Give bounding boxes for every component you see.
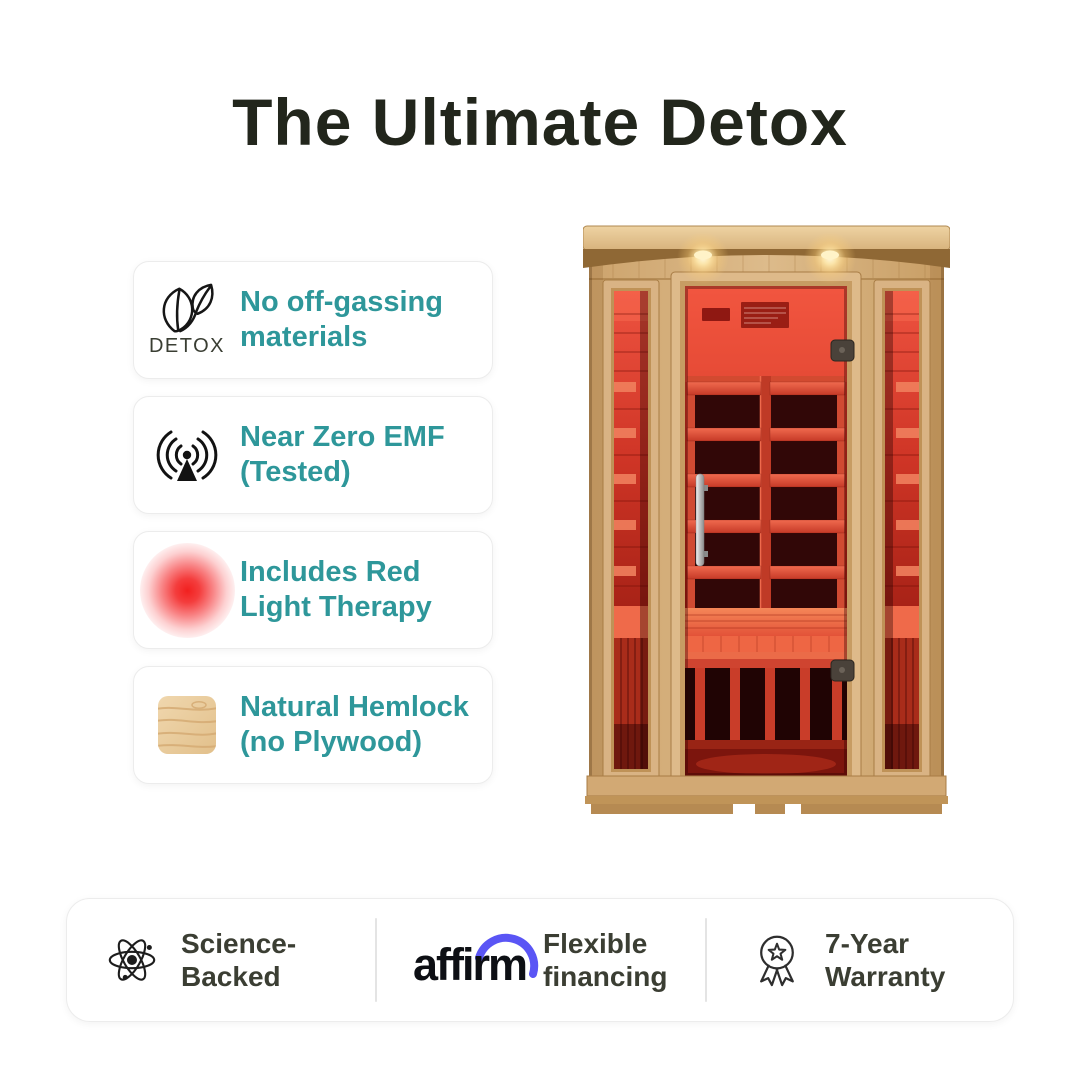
financing-item: affirm Flexible financing [377,899,705,1021]
antenna-icon [156,430,218,481]
science-backed-label: Science- Backed [181,927,297,992]
feature-text-line: No off-gassing [240,286,443,319]
feature-text-line: Light Therapy [240,591,432,623]
affirm-logo: affirm [413,928,539,992]
red-light-glow-icon [134,542,240,638]
science-backed-item: Science- Backed [67,899,375,1021]
warranty-item: 7-Year Warranty [707,899,1013,1021]
warranty-label: 7-Year Warranty [825,927,946,992]
feature-text: Natural Hemlock (no Plywood) [240,690,469,760]
feature-text: Includes Red Light Therapy [240,555,432,625]
wood-swatch-icon [158,696,216,754]
sauna-product-image [583,225,950,814]
feature-text-line: Natural Hemlock [240,691,469,724]
feature-text-line: Near Zero EMF [240,421,445,454]
trust-bar: Science- Backed affirm Flexible financin… [66,898,1014,1022]
feature-text-line: (Tested) [240,456,351,488]
page-title: The Ultimate Detox [232,85,848,159]
flexible-financing-label: Flexible financing [543,927,668,992]
emf-antenna-icon [134,425,240,485]
feature-cards: DETOX No off-gassing materials [133,261,493,784]
affirm-wordmark: affirm [413,939,528,990]
feature-card-emf: Near Zero EMF (Tested) [133,396,493,514]
feature-text-line: (no Plywood) [240,726,423,758]
feature-text: Near Zero EMF (Tested) [240,420,445,490]
feature-text-line: Includes Red [240,556,421,589]
red-glow-icon [139,542,235,638]
affirm-arc-icon [475,933,539,978]
award-ribbon-icon [751,930,803,990]
feature-text: No off-gassing materials [240,285,443,355]
feature-text-line: materials [240,321,368,353]
hemlock-wood-icon [134,696,240,754]
feature-card-red-light: Includes Red Light Therapy [133,531,493,649]
divider [705,918,707,1002]
feature-card-detox: DETOX No off-gassing materials [133,261,493,379]
atom-icon [105,933,159,987]
detox-badge-label: DETOX [148,335,226,357]
leaf-detox-icon: DETOX [134,282,240,358]
leaf-icon [162,283,214,333]
feature-card-hemlock: Natural Hemlock (no Plywood) [133,666,493,784]
divider [375,918,377,1002]
